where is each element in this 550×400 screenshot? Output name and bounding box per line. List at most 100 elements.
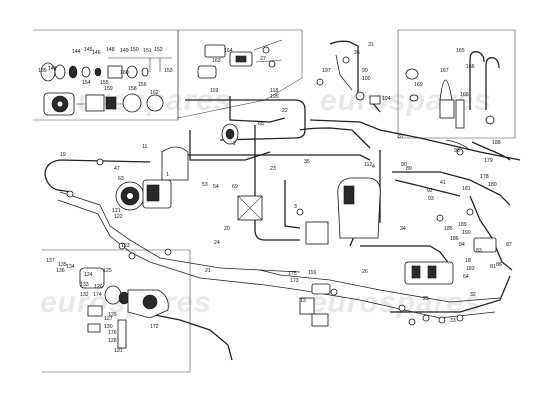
part-label-139: 139: [38, 68, 47, 74]
part-label-188: 188: [492, 140, 501, 146]
part-label-92: 92: [427, 188, 433, 194]
part-label-93: 93: [428, 196, 434, 202]
part-label-69: 69: [232, 184, 238, 190]
part-label-164: 164: [224, 48, 233, 54]
part-label-189: 189: [458, 222, 467, 228]
part-label-119: 119: [210, 88, 218, 94]
part-label-158: 158: [128, 86, 137, 92]
part-label-160: 160: [120, 70, 129, 76]
switch-inset: [197, 39, 283, 79]
part-label-149: 149: [120, 48, 129, 54]
part-label-123: 123: [121, 243, 130, 249]
part-label-4: 4: [372, 164, 375, 170]
watermark-text: eurospares: [320, 84, 492, 117]
part-label-22: 22: [282, 108, 288, 114]
part-label-169: 169: [414, 82, 423, 88]
part-label-18: 18: [465, 258, 471, 264]
part-label-87: 87: [506, 242, 512, 248]
part-label-126: 126: [94, 284, 103, 290]
part-label-81: 81: [490, 264, 496, 270]
part-label-20: 20: [224, 226, 230, 232]
part-label-185: 185: [444, 226, 453, 232]
part-label-112: 112: [364, 162, 372, 168]
part-label-145: 145: [84, 47, 93, 53]
part-label-13: 13: [300, 298, 306, 304]
part-label-178: 178: [480, 174, 489, 180]
part-label-163: 163: [212, 58, 221, 64]
part-label-127: 127: [104, 316, 113, 322]
inset-frames: [33, 29, 516, 373]
part-label-153: 153: [164, 68, 173, 74]
part-label-165: 165: [456, 48, 465, 54]
part-label-162: 162: [150, 90, 159, 96]
part-label-134: 134: [66, 264, 75, 270]
hose-inset: [405, 51, 500, 129]
part-label-23: 23: [270, 166, 276, 172]
part-label-132: 132: [80, 292, 89, 298]
part-label-129: 129: [108, 312, 117, 318]
part-label-47: 47: [114, 166, 120, 172]
part-label-173: 173: [290, 278, 299, 284]
part-label-34: 34: [400, 226, 406, 232]
part-label-124: 124: [84, 272, 93, 278]
part-label-26: 26: [362, 269, 368, 275]
part-label-190: 190: [462, 230, 471, 236]
part-label-152: 152: [154, 47, 163, 53]
part-label-83: 83: [476, 248, 482, 254]
part-label-36: 36: [354, 50, 360, 56]
part-label-122: 122: [114, 214, 123, 220]
part-label-133: 133: [80, 282, 89, 288]
part-label-144: 144: [72, 49, 81, 55]
part-label-31: 31: [368, 42, 374, 48]
part-label-141: 141: [48, 66, 57, 72]
part-label-179: 179: [484, 158, 493, 164]
part-label-63: 63: [118, 176, 124, 182]
part-label-100: 100: [362, 76, 371, 82]
part-label-35: 35: [304, 159, 310, 165]
part-label-159: 159: [104, 86, 113, 92]
part-label-41: 41: [440, 180, 446, 186]
part-label-99: 99: [362, 68, 368, 74]
part-label-37: 37: [398, 134, 404, 140]
part-label-176: 176: [108, 330, 117, 336]
part-label-197: 197: [322, 68, 331, 74]
part-label-65: 65: [258, 121, 264, 127]
part-label-150: 150: [130, 47, 139, 53]
part-label-156: 156: [138, 82, 147, 88]
part-label-166: 166: [466, 64, 475, 70]
part-label-136: 136: [56, 268, 65, 274]
part-label-174: 174: [93, 292, 102, 298]
part-label-86: 86: [496, 262, 502, 268]
part-label-89: 89: [406, 166, 412, 172]
part-label-175: 175: [288, 271, 297, 277]
part-label-116: 116: [308, 270, 316, 276]
part-label-137: 137: [46, 258, 55, 264]
pump-assembly-inset: [40, 57, 172, 116]
part-label-21: 21: [205, 268, 211, 274]
watermark-text: eurospares: [310, 286, 482, 319]
part-label-53: 53: [202, 182, 208, 188]
part-label-2: 2: [233, 141, 236, 147]
part-label-154: 154: [82, 80, 91, 86]
part-label-155: 155: [100, 80, 109, 86]
part-label-19: 19: [60, 152, 66, 158]
part-label-172: 172: [150, 324, 159, 330]
part-label-24: 24: [214, 240, 220, 246]
part-label-167: 167: [440, 68, 449, 74]
part-label-180: 180: [488, 182, 497, 188]
components: [66, 56, 497, 349]
part-label-195: 195: [270, 94, 279, 100]
part-label-181: 181: [462, 186, 471, 192]
part-label-148: 148: [106, 47, 115, 53]
part-label-27: 27: [260, 56, 266, 62]
part-label-121: 121: [112, 208, 121, 214]
part-label-182: 182: [466, 266, 475, 272]
part-label-1: 1: [166, 172, 169, 178]
part-label-96: 96: [454, 148, 460, 154]
part-label-151: 151: [143, 48, 152, 54]
part-label-64: 64: [463, 274, 469, 280]
part-label-33: 33: [450, 318, 456, 324]
part-number-labels: 1 2 3 4 11 13 18 19 20 21 22 23 24 25 26…: [38, 42, 512, 354]
part-label-146: 146: [92, 50, 101, 56]
